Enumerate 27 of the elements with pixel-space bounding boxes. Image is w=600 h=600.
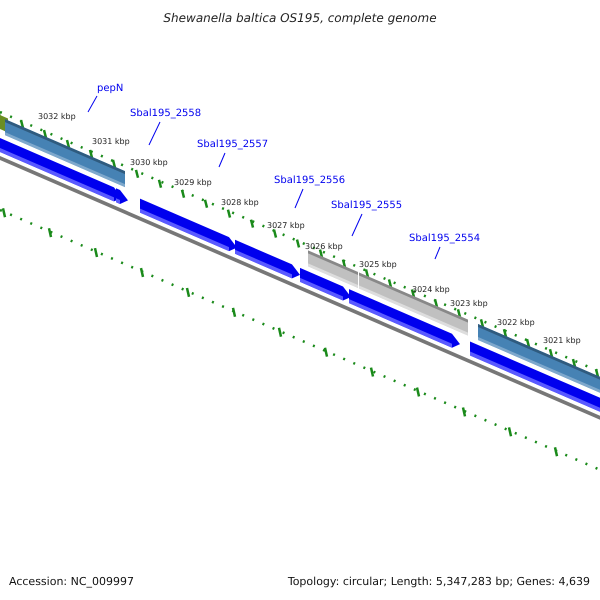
gene-label: pepN — [97, 83, 124, 95]
tick-label: 3029 kbp — [174, 178, 212, 188]
tick-label: 3030 kbp — [130, 158, 168, 168]
leader-line — [218, 152, 226, 168]
tick-label: 3025 kbp — [359, 260, 397, 270]
tick-label: 3023 kbp — [450, 299, 488, 309]
gene-label: Sbal195_2557 — [197, 139, 268, 151]
tick-label: 3022 kbp — [497, 318, 535, 328]
tick-label: 3028 kbp — [221, 198, 259, 208]
tick-label: 3026 kbp — [305, 242, 343, 252]
tick-label: 3024 kbp — [412, 285, 450, 295]
title: Shewanella baltica OS195, complete genome — [162, 10, 438, 27]
leader-line — [434, 246, 440, 260]
leader-line — [148, 122, 160, 146]
genome-summary-note: Topology: circular; Length: 5,347,283 bp; Genes: 4,639 — [288, 574, 590, 590]
tick-label: 3032 kbp — [38, 112, 76, 122]
gene-label: Sbal195_2556 — [274, 175, 346, 187]
tick-label: 3031 kbp — [92, 137, 130, 147]
gene-label: Sbal195_2555 — [331, 200, 402, 212]
leader-line — [352, 214, 362, 236]
gene-label: Sbal195_2554 — [409, 233, 480, 245]
tick-label: 3021 kbp — [543, 336, 581, 346]
accession-note: Accession: NC_009997 — [9, 574, 134, 590]
leader-line — [88, 96, 98, 112]
tick-label: 3027 kbp — [267, 221, 305, 231]
leader-line — [294, 188, 304, 208]
gene-label: Sbal195_2558 — [130, 108, 202, 120]
